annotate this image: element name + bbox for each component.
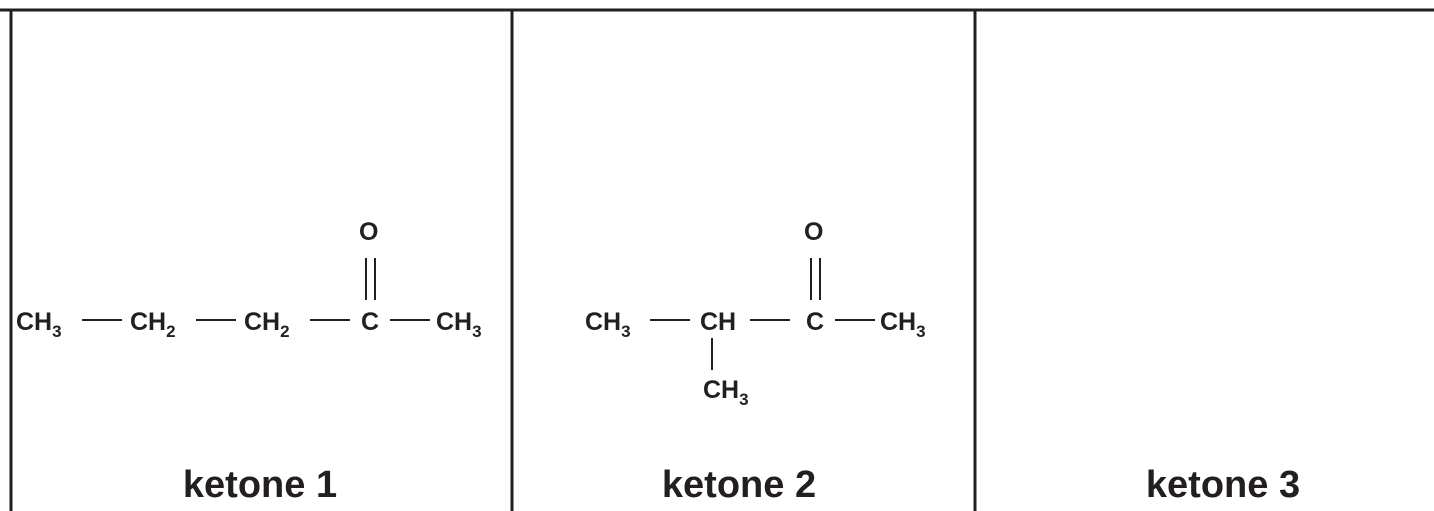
atom-symbol: CH xyxy=(585,308,621,336)
atom-ch2: CH2 xyxy=(130,308,176,341)
atom-symbol: CH xyxy=(244,308,280,336)
atom-symbol: CH xyxy=(703,376,739,404)
atom-symbol: CH xyxy=(436,308,472,336)
atom-ch3-terminal-left: CH3 xyxy=(585,308,631,341)
panel-caption: ketone 2 xyxy=(662,464,816,506)
atom-ch3-terminal-left: CH3 xyxy=(16,308,62,341)
atom-subscript: 3 xyxy=(621,322,630,341)
atom-carbonyl-carbon: C xyxy=(361,308,379,336)
atom-subscript: 3 xyxy=(472,322,481,341)
atom-symbol: CH xyxy=(130,308,166,336)
atom-symbol: CH xyxy=(16,308,52,336)
atom-carbonyl-carbon: C xyxy=(806,308,824,336)
atom-ch3-terminal-right: CH3 xyxy=(880,308,926,341)
carbonyl-oxygen: O xyxy=(804,218,823,246)
atom-subscript: 3 xyxy=(739,390,748,409)
panel-ketone-2: O CH3 CH C CH3 CH3 ketone 2 xyxy=(585,218,926,506)
atom-subscript: 3 xyxy=(52,322,61,341)
panel-caption: ketone 1 xyxy=(183,464,337,506)
atom-subscript: 2 xyxy=(280,322,289,341)
table-frame xyxy=(0,8,1434,511)
atom-ch3-branch: CH3 xyxy=(703,376,749,409)
atom-subscript: 3 xyxy=(916,322,925,341)
atom-ch3-terminal-right: CH3 xyxy=(436,308,482,341)
structure-ketone-1: O CH3 CH2 CH2 C CH3 xyxy=(16,218,482,341)
atom-subscript: 2 xyxy=(166,322,175,341)
atom-symbol: CH xyxy=(880,308,916,336)
panel-ketone-3: ketone 3 xyxy=(1146,464,1300,506)
atom-ch2: CH2 xyxy=(244,308,290,341)
carbonyl-oxygen: O xyxy=(359,218,378,246)
atom-ch-branch-point: CH xyxy=(700,308,736,336)
panel-caption: ketone 3 xyxy=(1146,464,1300,506)
panel-ketone-1: O CH3 CH2 CH2 C CH3 ketone 1 xyxy=(16,218,482,506)
structure-ketone-2: O CH3 CH C CH3 CH3 xyxy=(585,218,926,409)
